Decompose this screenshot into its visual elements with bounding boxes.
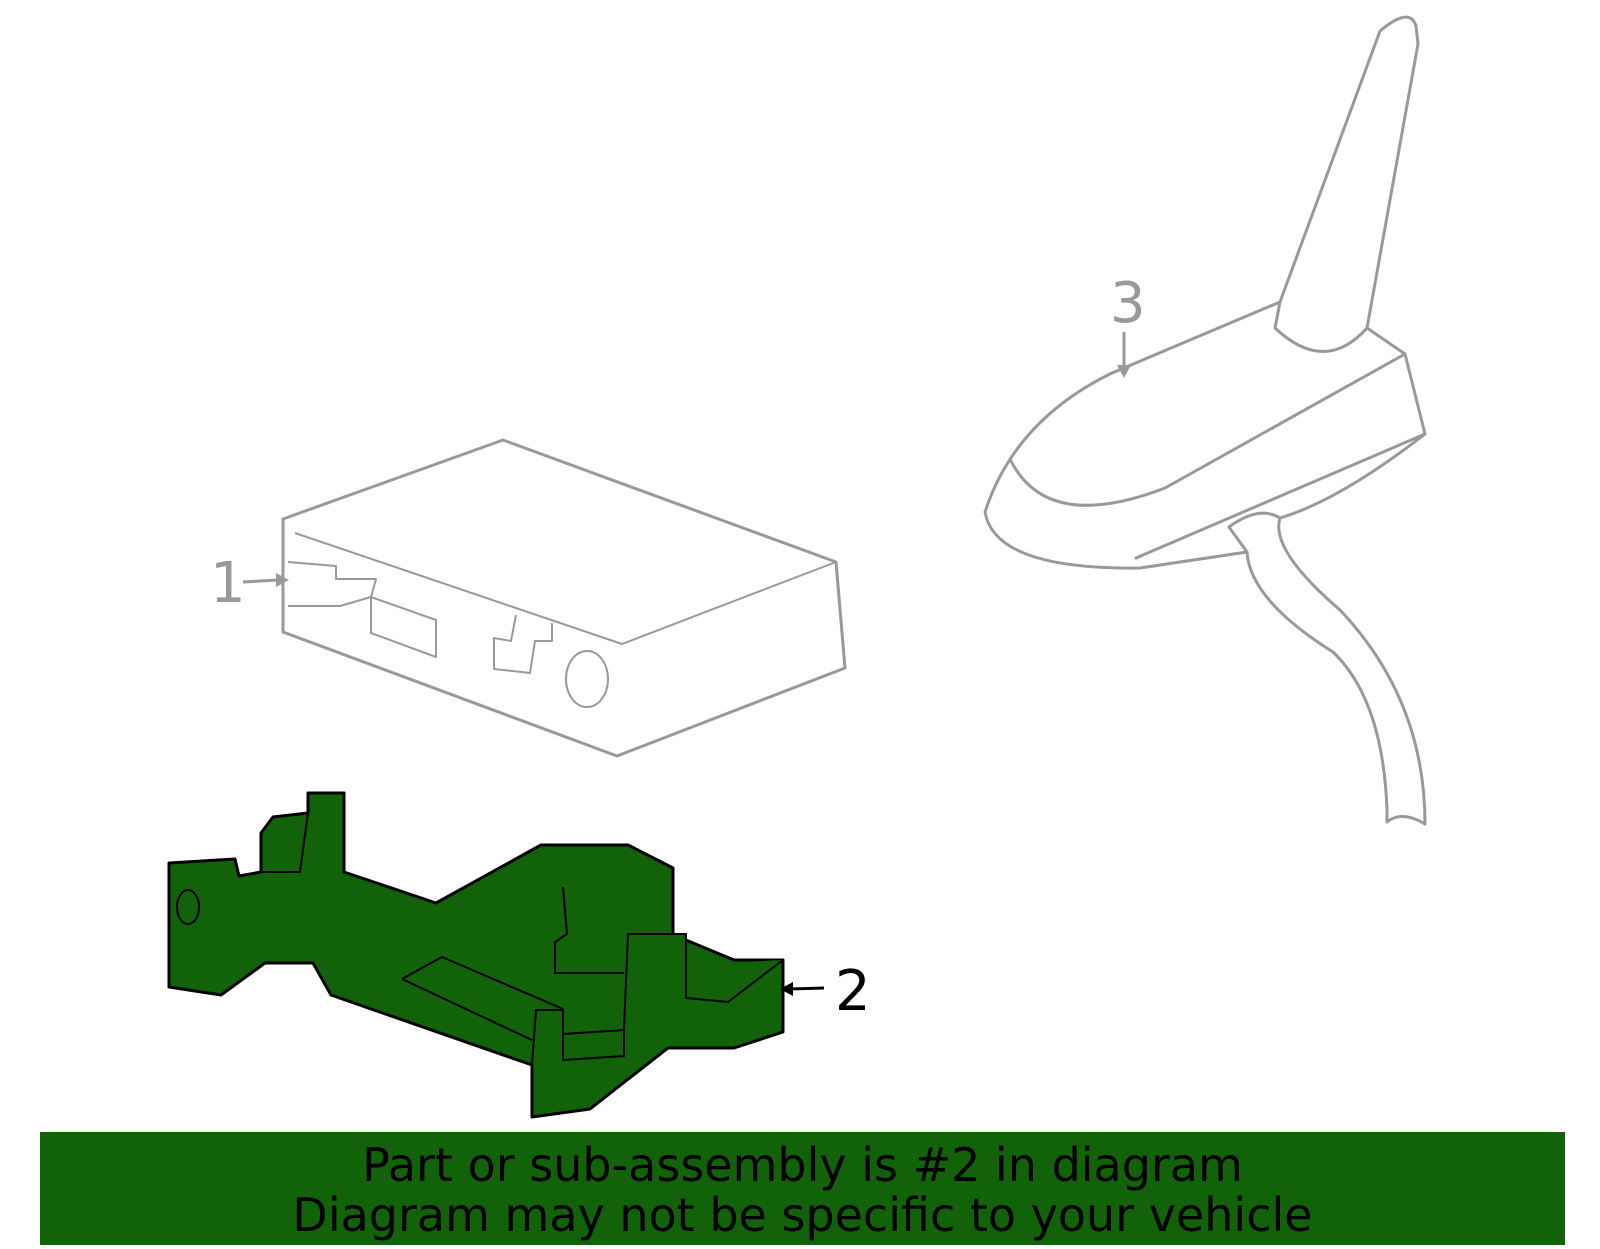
banner-line-2: Diagram may not be specific to your vehi… [292, 1188, 1313, 1242]
callout-2-label: 2 [835, 959, 871, 1024]
banner-line-1: Part or sub-assembly is #2 in diagram [362, 1138, 1243, 1192]
callout-1-label: 1 [210, 551, 246, 616]
callout-1: 1 [210, 551, 289, 616]
part-3-antenna [983, 15, 1427, 826]
disclaimer-banner: Part or sub-assembly is #2 in diagram Di… [40, 1132, 1565, 1245]
part-2-bracket [167, 791, 785, 1119]
callout-2: 2 [780, 959, 871, 1024]
callout-3: 3 [1110, 271, 1146, 378]
part-1-module [281, 438, 847, 758]
callout-3-label: 3 [1110, 271, 1146, 336]
